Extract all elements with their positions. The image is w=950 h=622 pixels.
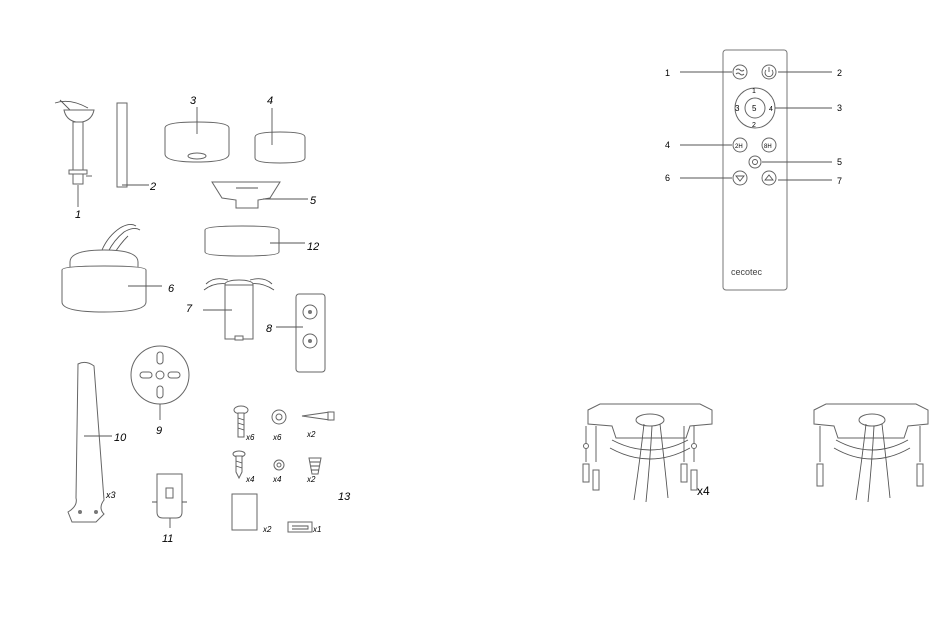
remote-button-up — [762, 171, 776, 185]
label-part-4: 4 — [267, 95, 273, 107]
count-washer-small: x4 — [272, 475, 282, 484]
part-small-cover: 4 — [255, 95, 305, 163]
remote-dial: 1 3 5 4 2 — [735, 88, 775, 129]
label-part-9: 9 — [156, 425, 162, 437]
label-part-8: 8 — [266, 323, 273, 335]
callout-7: 7 — [837, 176, 842, 186]
adhesive-pad: x2 — [232, 494, 272, 534]
callout-6: 6 — [665, 173, 670, 183]
label-part-2: 2 — [149, 181, 156, 193]
hardware-kit: x6 x6 x2 x4 — [232, 406, 351, 534]
dial-label-4: 4 — [769, 106, 773, 113]
callout-5: 5 — [837, 157, 842, 167]
remote-diagram: 1 3 5 4 2 2H 8H cecotec — [665, 50, 842, 290]
remote-button-2h: 2H — [733, 138, 747, 152]
count-anchor: x2 — [306, 430, 316, 439]
part-ring: 12 — [205, 226, 319, 256]
part-rod: 2 — [117, 103, 156, 193]
timer-2h-label: 2H — [735, 144, 743, 150]
part-blade: 10 x3 — [68, 362, 127, 522]
part-motor: 6 — [62, 224, 175, 312]
remote-button-8h: 8H — [762, 138, 776, 152]
label-part-1: 1 — [75, 209, 81, 221]
label-part-10: 10 — [114, 432, 127, 444]
part-clip: 11 — [152, 474, 187, 545]
washer-large: x6 — [272, 410, 286, 442]
callout-4: 4 — [665, 140, 670, 150]
part-bracket: 5 — [212, 182, 317, 208]
label-part-6: 6 — [168, 283, 175, 295]
mount-illustration-right — [814, 404, 928, 502]
count-screw-large: x6 — [245, 433, 255, 442]
callout-2: 2 — [837, 68, 842, 78]
label-part-11: 11 — [162, 533, 173, 545]
remote-body — [723, 50, 787, 290]
remote-button-light — [749, 156, 761, 168]
callout-3: 3 — [837, 103, 842, 113]
remote-brand: cecotec — [731, 267, 763, 277]
label-part-3: 3 — [190, 95, 197, 107]
mount-count: x4 — [697, 484, 710, 498]
label-part-12: 12 — [307, 241, 319, 253]
part-plate: 9 — [131, 346, 189, 437]
part-remote-small: 8 — [266, 294, 325, 372]
count-washer-large: x6 — [272, 433, 282, 442]
dial-label-3: 3 — [735, 104, 740, 113]
anchor: x2 — [302, 412, 334, 439]
dial-label-1: 1 — [752, 88, 756, 95]
label-part-13: 13 — [338, 491, 351, 503]
mount-illustration-left: x4 — [583, 404, 712, 502]
screw-large: x6 — [234, 406, 255, 442]
count-pad: x2 — [262, 525, 272, 534]
label-part-7: 7 — [186, 303, 193, 315]
dial-label-5: 5 — [752, 104, 757, 113]
label-part-5: 5 — [310, 195, 317, 207]
remote-button-power — [762, 65, 776, 79]
wire-connector: x2 — [306, 458, 321, 484]
count-wrench: x1 — [312, 525, 321, 534]
wrench: x1 — [288, 522, 321, 534]
part-shaft: 7 — [186, 279, 274, 340]
remote-button-down — [733, 171, 747, 185]
count-connector: x2 — [306, 475, 316, 484]
part-downrod-hanger: 1 — [55, 100, 94, 221]
count-blades: x3 — [105, 490, 116, 500]
washer-small: x4 — [272, 460, 284, 484]
parts-list: 1 2 3 4 5 — [55, 95, 351, 545]
part-motor-cap: 3 — [165, 95, 229, 162]
callout-1: 1 — [665, 68, 670, 78]
timer-8h-label: 8H — [764, 144, 772, 150]
screw-small: x4 — [233, 451, 255, 484]
dial-label-2: 2 — [752, 122, 756, 129]
count-screw-small: x4 — [245, 475, 255, 484]
remote-button-wind — [733, 65, 747, 79]
